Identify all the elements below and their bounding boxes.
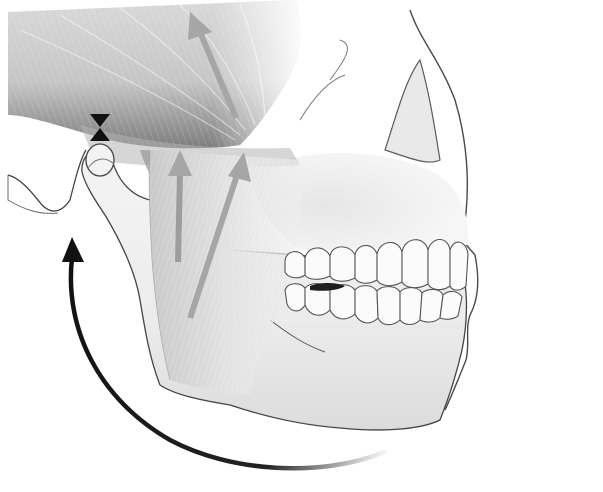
temporalis-muscle — [8, 0, 300, 148]
